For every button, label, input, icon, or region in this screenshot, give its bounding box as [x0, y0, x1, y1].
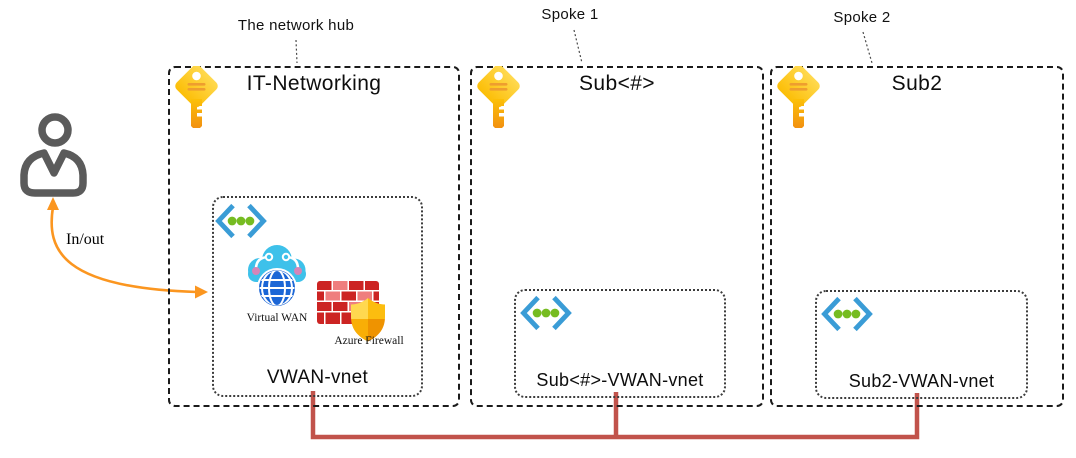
virtual-wan-caption: Virtual WAN — [246, 312, 308, 324]
spoke1-vnet-label: Sub<#>-VWAN-vnet — [536, 370, 704, 390]
hub-leader-line — [295, 39, 298, 64]
virtual-wan-group: Virtual WAN — [241, 238, 313, 324]
spoke2-subscription-box: Sub2 Sub2-VWAN-vnet — [770, 66, 1064, 407]
vnet-icon — [520, 295, 572, 331]
user-icon — [20, 113, 87, 197]
spoke1-subscription-box: Sub<#> Sub<#>-VWAN-vnet — [470, 66, 764, 407]
hub-subscription-box: IT-Networking — [168, 66, 460, 407]
spoke1-vnet-box: Sub<#>-VWAN-vnet — [514, 289, 726, 398]
hub-annotation: The network hub — [237, 17, 355, 34]
virtual-wan-icon — [248, 245, 306, 308]
spoke1-leader-line — [573, 29, 583, 64]
spoke2-title: Sub2 — [891, 72, 943, 95]
spoke2-vnet-label: Sub2-VWAN-vnet — [848, 371, 995, 391]
inout-arrowhead-up — [47, 197, 59, 210]
spoke1-annotation: Spoke 1 — [541, 6, 599, 23]
azure-firewall-group: Azure Firewall — [317, 281, 404, 348]
spoke2-vnet-box: Sub2-VWAN-vnet — [815, 290, 1028, 399]
hub-vnet-box: Virtual WAN — [212, 196, 423, 397]
spoke2-leader-line — [862, 31, 873, 64]
key-icon — [777, 66, 820, 128]
spoke1-title: Sub<#> — [579, 72, 655, 95]
vnet-icon — [215, 203, 267, 239]
key-icon — [175, 66, 218, 128]
spoke2-annotation: Spoke 2 — [833, 9, 891, 26]
azure-firewall-icon — [317, 281, 385, 342]
inout-label: In/out — [66, 231, 105, 248]
key-icon — [477, 66, 520, 128]
vnet-icon — [821, 296, 873, 332]
azure-firewall-caption: Azure Firewall — [334, 335, 404, 347]
hub-title: IT-Networking — [246, 72, 382, 95]
hub-vnet-label: VWAN-vnet — [266, 367, 369, 388]
